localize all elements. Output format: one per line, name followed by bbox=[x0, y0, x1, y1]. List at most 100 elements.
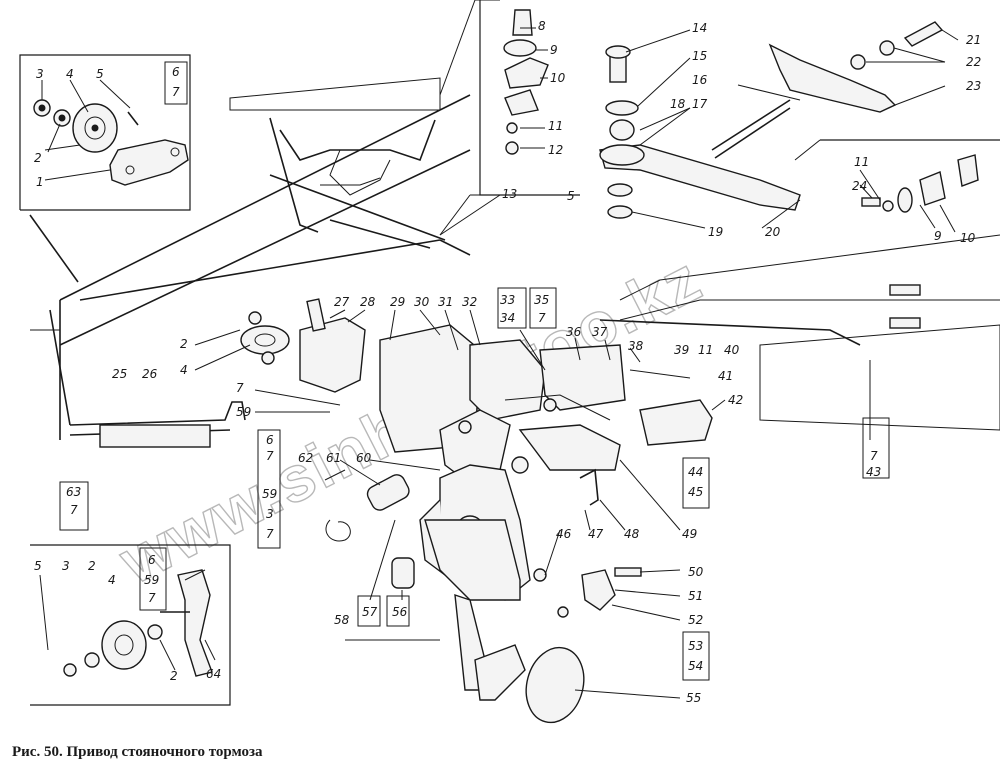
detail-clip-bracket bbox=[479, 0, 580, 196]
label-13: 13 bbox=[502, 187, 517, 201]
reference-frames bbox=[59, 61, 890, 681]
label-40: 40 bbox=[724, 343, 740, 357]
label-61: 61 bbox=[326, 451, 341, 465]
label-20: 20 bbox=[765, 225, 781, 239]
label-3c: 3 bbox=[62, 559, 70, 573]
brake-cable-frame bbox=[30, 0, 510, 448]
label-52: 52 bbox=[688, 613, 703, 627]
label-7: 7 bbox=[172, 85, 180, 99]
part-number-labels: 1 2 3 4 5 6 7 8 9 10 11 12 13 14 15 16 1… bbox=[34, 19, 981, 705]
label-8: 8 bbox=[538, 19, 546, 33]
label-1: 1 bbox=[36, 175, 44, 189]
lever-assembly-right bbox=[599, 21, 944, 219]
label-34: 34 bbox=[500, 311, 515, 325]
label-58: 58 bbox=[334, 613, 350, 627]
label-17: 17 bbox=[692, 97, 708, 111]
label-7f: 7 bbox=[266, 527, 274, 541]
label-22: 22 bbox=[966, 55, 981, 69]
label-11b: 11 bbox=[854, 155, 869, 169]
label-6b: 6 bbox=[266, 433, 274, 447]
label-46: 46 bbox=[556, 527, 572, 541]
label-33: 33 bbox=[500, 293, 515, 307]
label-59: 59 bbox=[236, 405, 251, 419]
label-5: 5 bbox=[96, 67, 104, 81]
label-37: 37 bbox=[592, 325, 608, 339]
label-47: 47 bbox=[588, 527, 604, 541]
label-49: 49 bbox=[682, 527, 697, 541]
label-43: 43 bbox=[866, 465, 881, 479]
label-53: 53 bbox=[688, 639, 703, 653]
label-16: 16 bbox=[692, 73, 708, 87]
detail-pulley-bracket-top bbox=[19, 54, 191, 283]
label-63: 63 bbox=[66, 485, 81, 499]
label-54: 54 bbox=[688, 659, 703, 673]
label-14: 14 bbox=[692, 21, 707, 35]
label-21: 21 bbox=[966, 33, 981, 47]
label-32: 32 bbox=[462, 295, 477, 309]
label-7d: 7 bbox=[870, 449, 878, 463]
label-9: 9 bbox=[550, 43, 558, 57]
label-15: 15 bbox=[692, 49, 707, 63]
label-31: 31 bbox=[438, 295, 453, 309]
label-6c: 6 bbox=[148, 553, 156, 567]
pulley-mid-left bbox=[240, 311, 290, 365]
label-64: 64 bbox=[206, 667, 221, 681]
pedal-bracket-assembly bbox=[299, 298, 713, 481]
label-7b: 7 bbox=[236, 381, 244, 395]
label-57: 57 bbox=[362, 605, 378, 619]
label-11c: 11 bbox=[698, 343, 713, 357]
label-38: 38 bbox=[628, 339, 644, 353]
detail-right-bracket bbox=[599, 139, 1000, 440]
label-11: 11 bbox=[548, 119, 563, 133]
label-10: 10 bbox=[550, 71, 566, 85]
label-30: 30 bbox=[414, 295, 430, 309]
label-55: 55 bbox=[686, 691, 701, 705]
label-6: 6 bbox=[172, 65, 180, 79]
label-7e: 7 bbox=[266, 449, 274, 463]
label-62: 62 bbox=[298, 451, 313, 465]
pedal-sector-assembly bbox=[325, 464, 642, 724]
label-4c: 4 bbox=[108, 573, 116, 587]
label-56: 56 bbox=[392, 605, 408, 619]
label-35: 35 bbox=[534, 293, 549, 307]
label-2d: 2 bbox=[170, 669, 178, 683]
label-3b: 3 bbox=[266, 507, 274, 521]
label-12: 12 bbox=[548, 143, 563, 157]
label-41: 41 bbox=[718, 369, 733, 383]
label-29: 29 bbox=[390, 295, 405, 309]
label-5c: 5 bbox=[34, 559, 42, 573]
label-36: 36 bbox=[566, 325, 582, 339]
label-2b: 2 bbox=[180, 337, 188, 351]
label-7g: 7 bbox=[70, 503, 78, 517]
label-45: 45 bbox=[688, 485, 703, 499]
label-60: 60 bbox=[356, 451, 372, 465]
label-44: 44 bbox=[688, 465, 703, 479]
figure-caption: Рис. 50. Привод стояночного тормоза bbox=[12, 744, 263, 760]
label-48: 48 bbox=[624, 527, 640, 541]
label-5b: 5 bbox=[567, 189, 575, 203]
label-19: 19 bbox=[708, 225, 723, 239]
label-4: 4 bbox=[66, 67, 74, 81]
label-18: 18 bbox=[670, 97, 686, 111]
label-25: 25 bbox=[112, 367, 127, 381]
label-59c: 59 bbox=[144, 573, 159, 587]
label-50: 50 bbox=[688, 565, 704, 579]
leader-lines bbox=[41, 27, 959, 699]
label-59b: 59 bbox=[262, 487, 277, 501]
label-24: 24 bbox=[852, 179, 867, 193]
label-7c: 7 bbox=[538, 311, 546, 325]
label-28: 28 bbox=[360, 295, 376, 309]
label-39: 39 bbox=[674, 343, 689, 357]
label-51: 51 bbox=[688, 589, 703, 603]
label-23: 23 bbox=[966, 79, 981, 93]
label-42: 42 bbox=[728, 393, 743, 407]
label-2c: 2 bbox=[88, 559, 96, 573]
detail-pulley-bracket-bottom bbox=[30, 544, 231, 706]
label-10b: 10 bbox=[960, 231, 976, 245]
label-9b: 9 bbox=[934, 229, 942, 243]
label-27: 27 bbox=[334, 295, 350, 309]
label-26: 26 bbox=[142, 367, 158, 381]
label-7h: 7 bbox=[148, 591, 156, 605]
label-3: 3 bbox=[36, 67, 44, 81]
